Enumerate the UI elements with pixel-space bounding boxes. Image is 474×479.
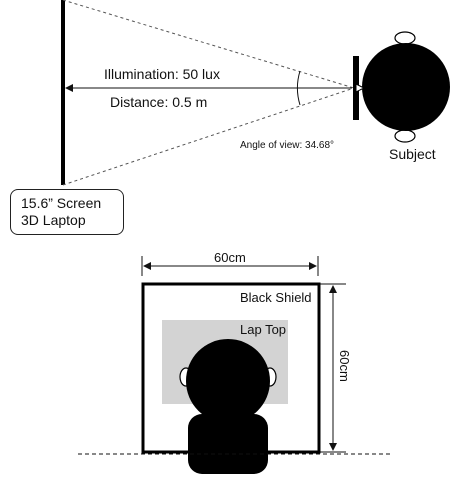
view-cone-lower-line xyxy=(62,87,355,186)
distance-label: Distance: 0.5 m xyxy=(110,94,207,110)
subject-label: Subject xyxy=(389,146,436,162)
height-label: 60cm xyxy=(337,350,352,382)
laptop-type-label: 3D Laptop xyxy=(21,212,86,228)
angle-arc xyxy=(296,70,301,106)
subject-head-top-view xyxy=(353,31,450,143)
subject-front-view xyxy=(179,339,277,474)
angle-of-view-label: Angle of view: 34.68° xyxy=(240,140,334,151)
screen-size-label: 15.6” Screen xyxy=(21,195,102,211)
screen-info-box: 15.6” Screen 3D Laptop xyxy=(10,189,124,235)
laptop-label: Lap Top xyxy=(240,322,286,337)
illumination-label: Illumination: 50 lux xyxy=(104,66,220,82)
width-label: 60cm xyxy=(214,250,246,265)
view-cone-upper-line xyxy=(62,0,355,89)
black-shield-label: Black Shield xyxy=(240,290,312,305)
